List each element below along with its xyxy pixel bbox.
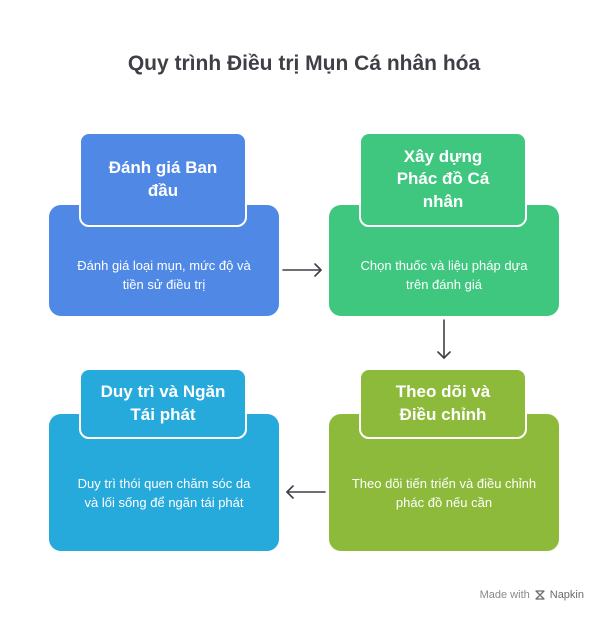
arrow-right-icon: [282, 263, 322, 277]
napkin-logo-icon: [535, 590, 545, 600]
step-1-description: Đánh giá loại mụn, mức độ và tiền sử điề…: [77, 257, 251, 292]
step-1-heading: Đánh giá Ban đầu: [79, 132, 247, 227]
step-3-description: Theo dõi tiến triển và điều chỉnh phác đ…: [351, 475, 537, 510]
step-4-description: Duy trì thói quen chăm sóc da và lối sốn…: [77, 475, 251, 510]
made-with-label: Made with: [479, 589, 530, 601]
made-with-napkin[interactable]: Made with Napkin: [480, 589, 584, 601]
step-2-description: Chọn thuốc và liệu pháp dựa trên đánh gi…: [360, 257, 528, 292]
diagram-title: Quy trình Điều trị Mụn Cá nhân hóa: [127, 52, 481, 75]
arrow-down-icon: [437, 319, 451, 359]
step-3-heading: Theo dõi và Điều chỉnh: [359, 368, 527, 439]
step-4-heading: Duy trì và Ngăn Tái phát: [79, 368, 247, 439]
arrow-left-icon: [286, 485, 326, 499]
napkin-brand: Napkin: [549, 589, 584, 601]
step-2-heading: Xây dựng Phác đồ Cá nhân: [359, 132, 527, 227]
